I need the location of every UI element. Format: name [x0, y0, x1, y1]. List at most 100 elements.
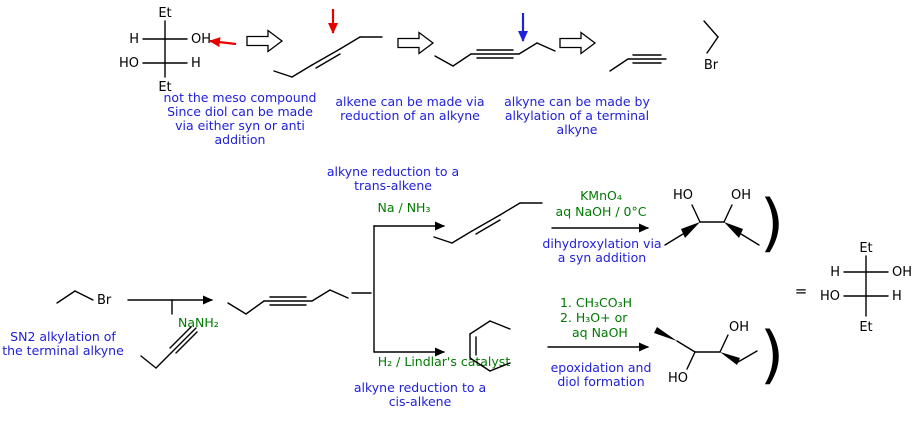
- bond: [609, 58, 629, 72]
- caption-line: alkyne: [557, 122, 598, 137]
- bond: [56, 290, 76, 304]
- caption-line: diol formation: [557, 374, 644, 389]
- equals-sign: =: [795, 282, 808, 300]
- caption-line: addition: [215, 132, 266, 147]
- caption-epoxidation: epoxidation and diol formation: [551, 360, 652, 389]
- bracket-bottom: ): [760, 318, 784, 391]
- bond: [451, 230, 473, 244]
- double-bond: [471, 214, 501, 232]
- bond: [664, 233, 684, 246]
- alkyne-retro: [434, 42, 556, 67]
- epoxidation-reagents: 1. CH₃CO₃H 2. H₃O+ or aq NaOH: [560, 295, 632, 340]
- bond: [329, 289, 349, 299]
- et-bottom-label: Et: [158, 80, 171, 95]
- caption-line: Since diol can be made: [167, 104, 313, 119]
- bond: [489, 362, 511, 372]
- caption-line: via either syn or anti: [175, 118, 305, 133]
- kmno4-conditions: aq NaOH / 0°C: [556, 204, 647, 219]
- cis-alkene-intermediate: [469, 320, 511, 372]
- bond: [245, 300, 265, 315]
- caption-line: alkylation of a terminal: [505, 108, 649, 123]
- kmno4-reagent: KMnO₄: [580, 188, 622, 203]
- caption-sn2: SN2 alkylation of the terminal alkyne: [2, 329, 124, 358]
- retrosynthesis-arrow-3: [559, 31, 596, 55]
- wedge-bond: [681, 222, 700, 238]
- nanh2-reagent: NaNH₂: [178, 315, 219, 330]
- bond-to-oh: [719, 334, 729, 353]
- oh-label: OH: [729, 320, 749, 335]
- fischer-projection-answer: Et H OH HO H Et: [820, 241, 912, 335]
- caption-line: trans-alkene: [354, 178, 432, 193]
- branch-arrows: [373, 221, 445, 357]
- br-label: Br: [97, 293, 112, 308]
- bond: [452, 53, 472, 67]
- bond: [703, 20, 719, 38]
- caption-cis-reduction: alkyne reduction to a cis-alkene: [354, 380, 486, 409]
- ethyl-bromide-retro: Br: [703, 20, 719, 73]
- bond: [140, 355, 157, 369]
- reagent-line: 2. H₃O+ or: [560, 310, 628, 325]
- et-bottom-label: Et: [859, 320, 872, 335]
- oh-label: OH: [731, 188, 751, 203]
- na-nh3-reagent: Na / NH₃: [378, 200, 431, 215]
- trans-alkene-retro: [273, 36, 383, 78]
- caption-trans-reduction: alkyne reduction to a trans-alkene: [327, 164, 459, 193]
- ho-label: HO: [673, 188, 693, 203]
- double-bond-parallel: [475, 219, 501, 235]
- diol-product-bottom: HO OH: [654, 320, 758, 386]
- caption-line: alkene can be made via: [335, 94, 484, 109]
- bond: [706, 36, 719, 54]
- caption-line: a syn addition: [558, 250, 646, 265]
- h-label: H: [191, 56, 201, 71]
- diol-product-top: HO OH: [664, 188, 760, 246]
- bond-to-ho: [686, 351, 696, 370]
- bond: [536, 42, 556, 52]
- bond-to-oh: [723, 204, 733, 223]
- caption-line: cis-alkene: [389, 394, 452, 409]
- caption-line: reduction of an alkyne: [340, 108, 480, 123]
- h-label: H: [892, 289, 902, 304]
- oh-label: OH: [191, 32, 211, 47]
- bond: [489, 320, 511, 330]
- et-top-label: Et: [158, 6, 171, 21]
- bond: [227, 302, 247, 315]
- caption-alkyne-alkylation: alkyne can be made by alkylation of a te…: [504, 94, 650, 137]
- wedge-bond: [720, 352, 740, 365]
- bond: [273, 70, 293, 78]
- caption-line: dihydroxylation via: [542, 236, 661, 251]
- caption-not-meso: not the meso compound Since diol can be …: [164, 90, 317, 147]
- caption-line: alkyne can be made by: [504, 94, 650, 109]
- h-label: H: [830, 265, 840, 280]
- reagent-line: 1. CH₃CO₃H: [560, 295, 632, 310]
- bond: [339, 36, 361, 50]
- ho-label: HO: [820, 289, 840, 304]
- br-label: Br: [704, 58, 719, 73]
- bond: [434, 55, 454, 67]
- ho-label: HO: [119, 56, 139, 71]
- bond: [155, 352, 172, 369]
- double-bond: [311, 48, 341, 66]
- bond: [74, 290, 94, 301]
- terminal-alkyne-reactant: [140, 326, 198, 369]
- bond: [518, 42, 538, 55]
- bond: [676, 340, 696, 353]
- caption-dihydroxylation: dihydroxylation via a syn addition: [542, 236, 661, 265]
- red-left-arrow: [209, 37, 237, 48]
- terminal-alkyne-retro: [609, 54, 667, 72]
- bond: [740, 233, 760, 246]
- triple-bond: [170, 327, 197, 354]
- double-bond-parallel: [315, 53, 341, 69]
- caption-line: SN2 alkylation of: [10, 329, 116, 344]
- oh-label: OH: [892, 265, 912, 280]
- wedge-bond: [654, 327, 677, 341]
- caption-alkene-from-alkyne: alkene can be made via reduction of an a…: [335, 94, 484, 123]
- retrosynthesis-arrow-2: [397, 31, 434, 55]
- fischer-projection-target: Et H OH HO H Et: [119, 6, 211, 95]
- bond-to-ho: [691, 204, 701, 223]
- bond: [737, 350, 758, 363]
- caption-line: alkyne reduction to a: [327, 164, 459, 179]
- lindlar-reagent: H₂ / Lindlar's catalyst: [378, 354, 511, 369]
- caption-line: the terminal alkyne: [2, 343, 124, 358]
